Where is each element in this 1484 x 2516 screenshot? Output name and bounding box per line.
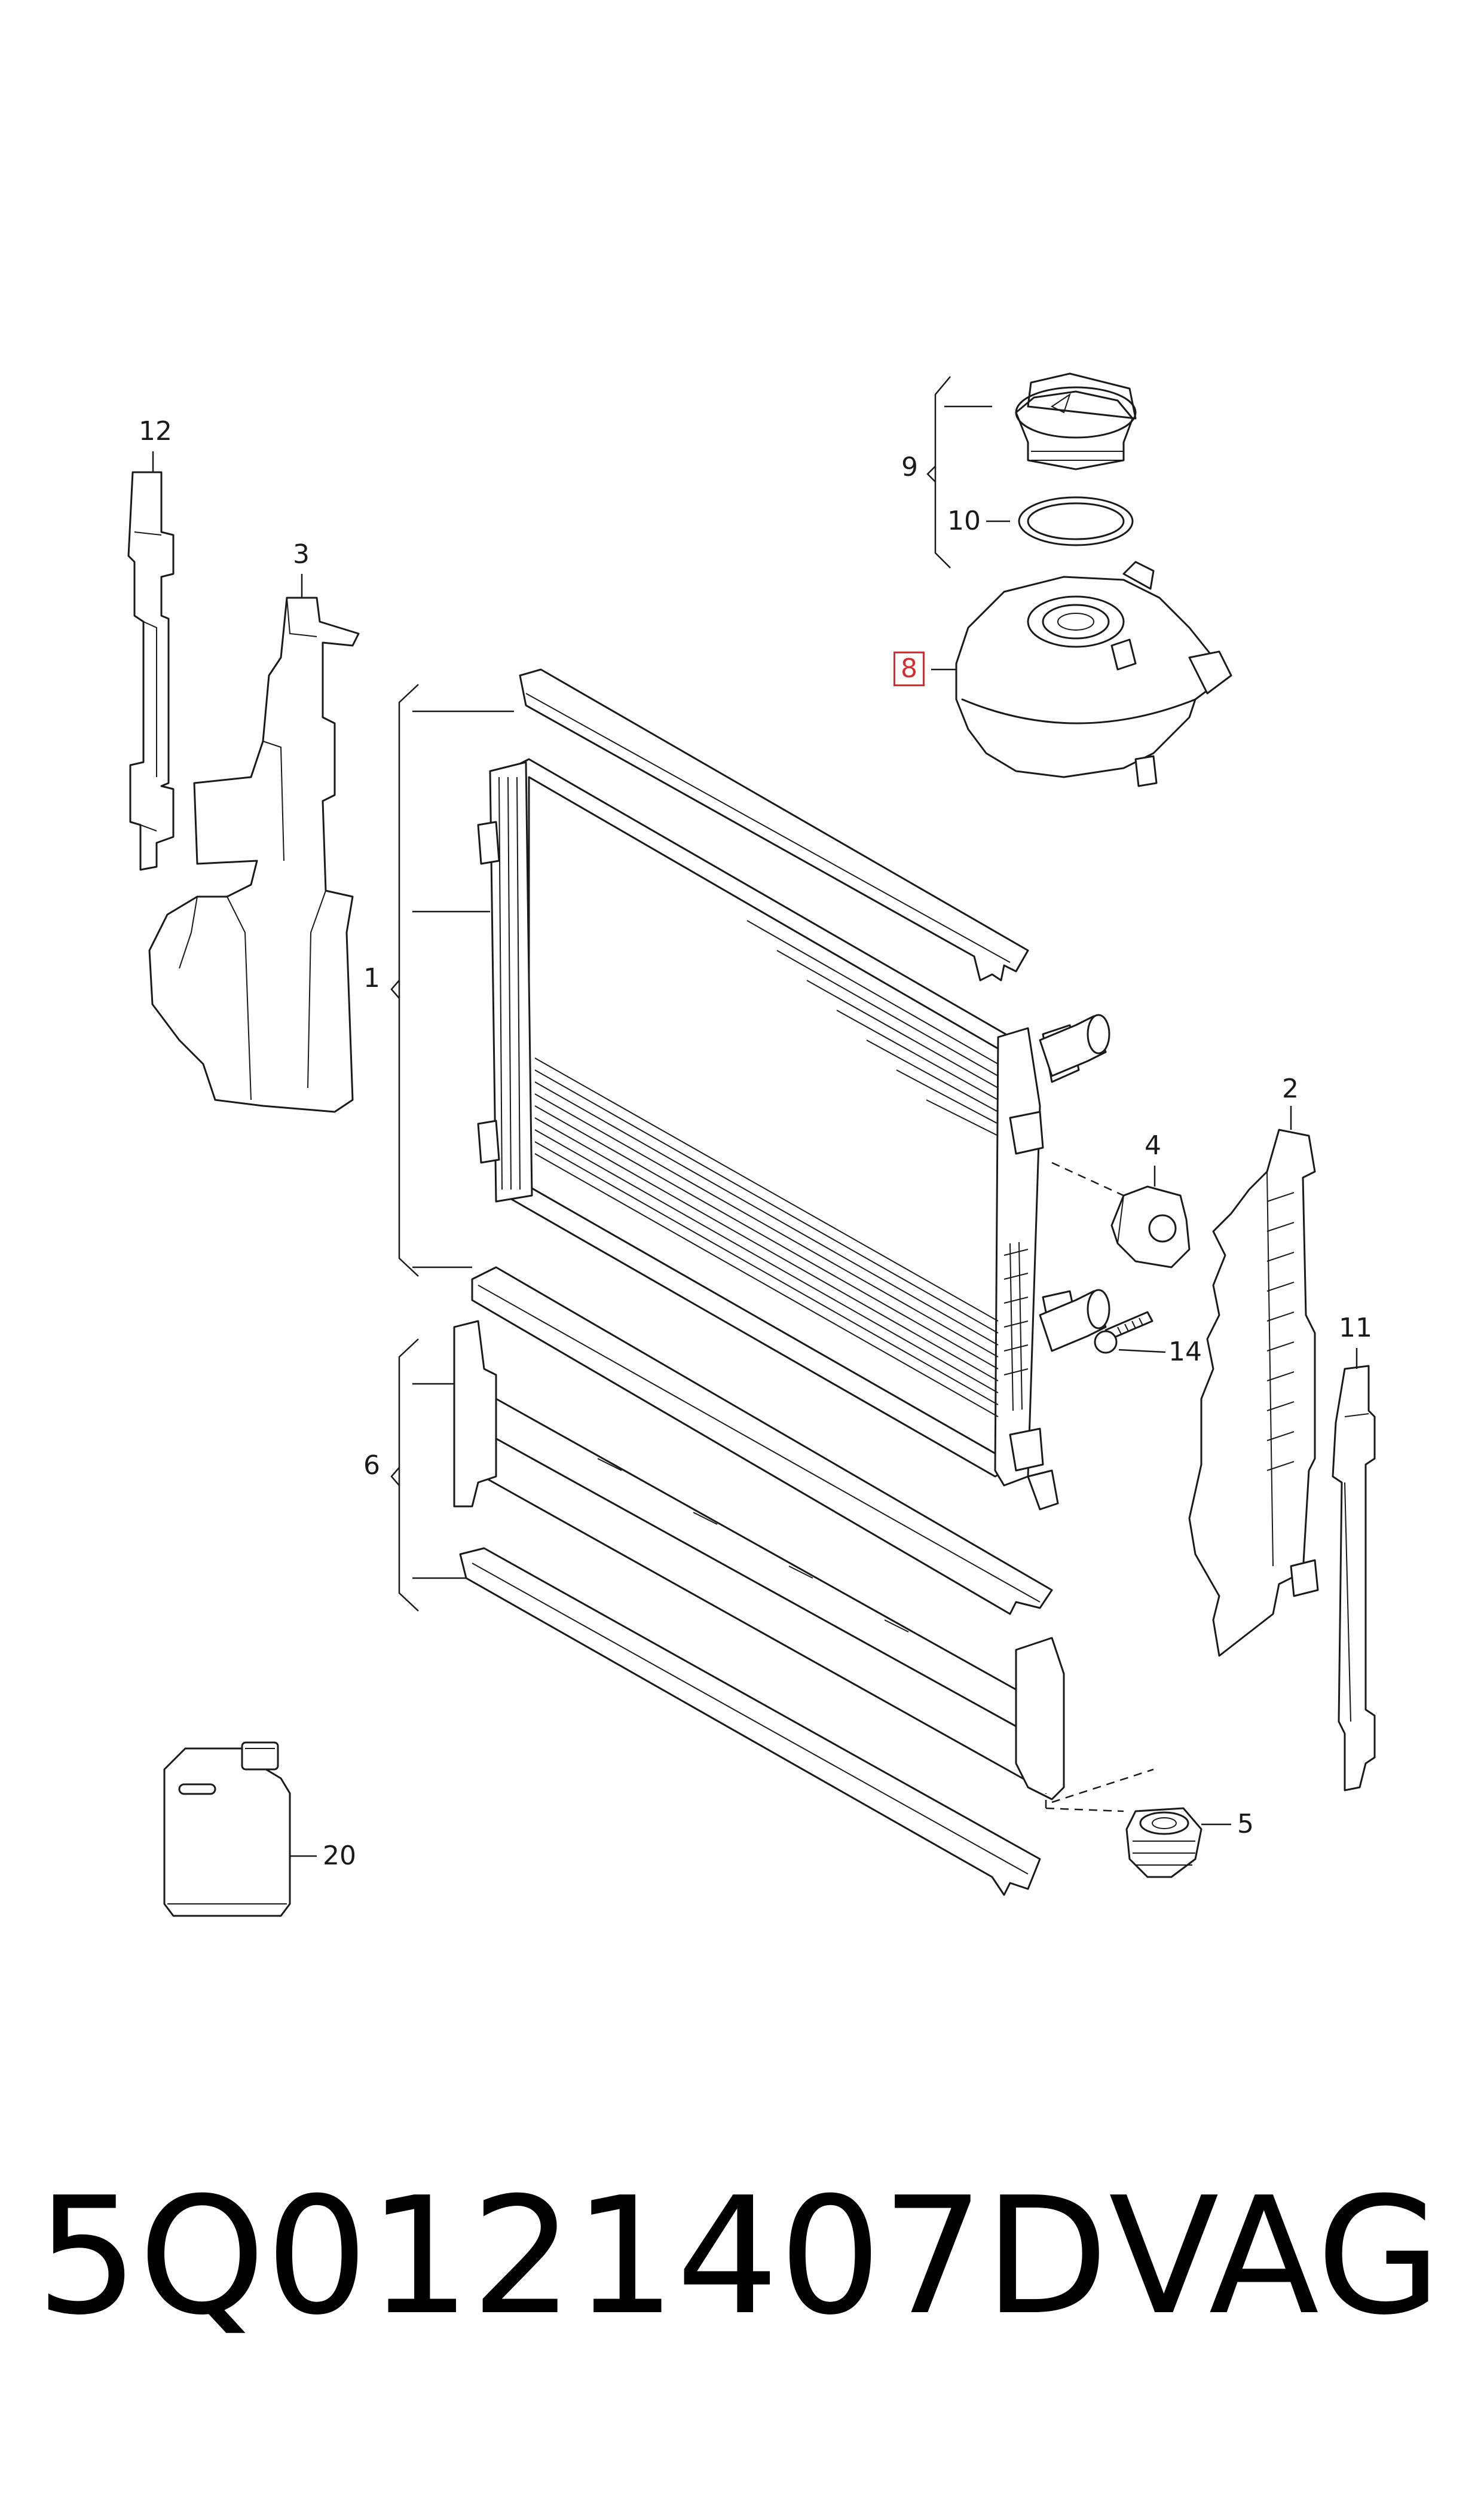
radiator-top-seal [519, 668, 1029, 982]
part-number-text: 5Q0121407D [36, 2162, 1109, 2350]
callout-4: 4 [1145, 1130, 1161, 1161]
bracket-part-9 [934, 376, 951, 568]
air-guide-right-part-2 [1188, 1129, 1319, 1657]
air-guide-left-part-3 [148, 597, 360, 1113]
charge-air-cooler-part-6 [453, 1320, 1065, 1800]
coolant-container-part-20 [163, 1741, 291, 1917]
callout-14: 14 [1168, 1337, 1202, 1367]
rubber-grommet-part-5 [1125, 1807, 1203, 1878]
callout-1: 1 [363, 963, 380, 993]
cooler-lower-seal [459, 1547, 1041, 1896]
callout-8-highlighted: 8 [894, 652, 925, 686]
callout-12: 12 [139, 416, 172, 447]
o-ring-part-10 [1018, 496, 1134, 546]
screw-part-14 [1094, 1311, 1153, 1354]
expansion-tank-part-8 [955, 561, 1232, 787]
air-guide-right-outer-part-11 [1332, 1365, 1376, 1792]
air-guide-left-outer-part-12 [127, 471, 175, 871]
callout-2: 2 [1282, 1074, 1299, 1104]
callout-6: 6 [363, 1450, 380, 1481]
filler-cap-part-9 [1015, 372, 1137, 470]
callout-5: 5 [1237, 1809, 1254, 1839]
mounting-bracket-part-4 [1110, 1185, 1191, 1268]
callout-3: 3 [293, 539, 310, 570]
callout-10: 10 [947, 506, 981, 536]
radiator-core-part-1 [477, 758, 1110, 1511]
callout-20: 20 [323, 1841, 356, 1871]
callout-11: 11 [1339, 1313, 1372, 1343]
brand-text: VAG [1109, 2162, 1442, 2350]
bracket-part-1 [398, 684, 419, 1277]
radiator-bottom-seal [471, 1266, 1053, 1615]
callout-9: 9 [901, 452, 918, 482]
bracket-part-6 [398, 1338, 419, 1612]
